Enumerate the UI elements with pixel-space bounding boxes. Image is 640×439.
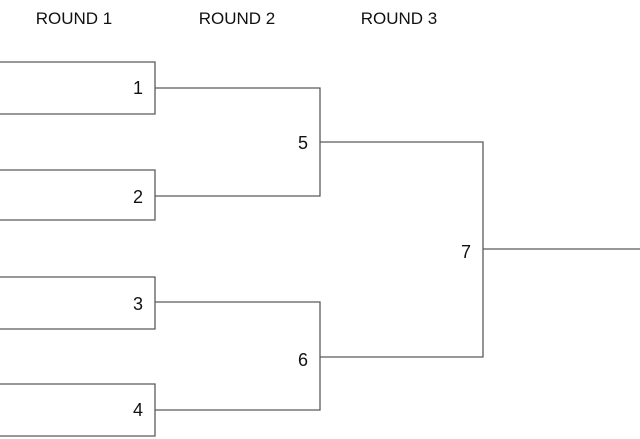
round-1-slot-3 (0, 276, 156, 330)
round-1-slot-4 (0, 383, 156, 437)
game-number-7: 7 (461, 242, 471, 262)
game-number-2: 2 (133, 187, 143, 207)
round-3-connector (320, 141, 484, 358)
game-number-1: 1 (133, 78, 143, 98)
round-1-slot-1 (0, 61, 156, 115)
game-number-6: 6 (298, 350, 308, 370)
game-number-5: 5 (298, 133, 308, 153)
round-2-connector-upper (155, 87, 321, 197)
round-1-header: ROUND 1 (36, 9, 113, 28)
game-number-3: 3 (133, 294, 143, 314)
round-1-slot-2 (0, 169, 156, 221)
game-number-4: 4 (133, 400, 143, 420)
round-2-header: ROUND 2 (199, 9, 276, 28)
round-2-connector-lower (155, 301, 321, 411)
round-3-header: ROUND 3 (361, 9, 438, 28)
